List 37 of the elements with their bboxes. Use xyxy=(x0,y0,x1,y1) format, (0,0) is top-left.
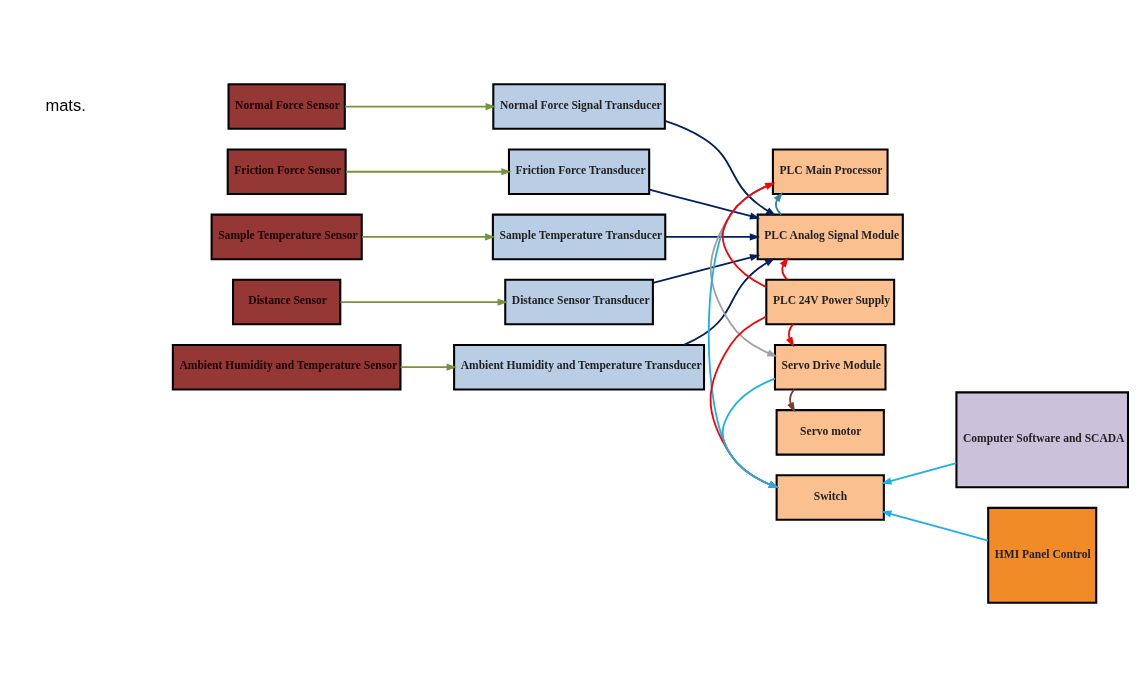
node-box: Ambient Humidity and Temperature Sensor xyxy=(171,343,402,390)
node-box: HMI Panel Control xyxy=(987,506,1098,604)
arrow xyxy=(787,388,796,412)
label: mats. xyxy=(45,95,86,114)
arrow xyxy=(648,188,761,219)
arrow xyxy=(721,377,780,488)
node-box: Servo motor xyxy=(775,408,885,456)
arrow xyxy=(399,363,457,371)
node-box: Ambient Humidity and Temperature Transducer xyxy=(453,343,706,390)
node-box: PLC 24V Power Supply xyxy=(765,278,896,325)
arrow xyxy=(881,461,958,484)
node-box: Friction Force Sensor xyxy=(226,147,347,195)
node-box: Normal Force Signal Transducer xyxy=(492,82,666,130)
arrow xyxy=(344,102,496,110)
node-box: PLC Main Processor xyxy=(771,147,889,195)
node-box: Servo Drive Module xyxy=(773,343,887,390)
arrow xyxy=(881,510,989,541)
node-box: Switch xyxy=(775,473,885,521)
arrow xyxy=(345,167,512,175)
arrow xyxy=(664,119,777,216)
arrow xyxy=(339,297,508,306)
arrow xyxy=(721,182,776,288)
arrow xyxy=(779,256,789,281)
arrow xyxy=(786,323,795,347)
node-box: Sample Temperature Sensor xyxy=(210,213,363,260)
arrow xyxy=(683,257,776,346)
arrow xyxy=(652,253,761,284)
arrow xyxy=(773,191,783,215)
arrow xyxy=(361,232,496,240)
node-box: Friction Force Transducer xyxy=(507,147,651,195)
node-box: PLC Analog Signal Module xyxy=(756,213,904,260)
node-box: Distance Sensor Transducer xyxy=(504,278,654,325)
arrow xyxy=(664,232,760,240)
node-box: Sample Temperature Transducer xyxy=(491,213,667,260)
node-box: Normal Force Sensor xyxy=(227,82,346,130)
node-box: Computer Software and SCADA xyxy=(955,390,1129,488)
node-box: Distance Sensor xyxy=(232,278,342,325)
